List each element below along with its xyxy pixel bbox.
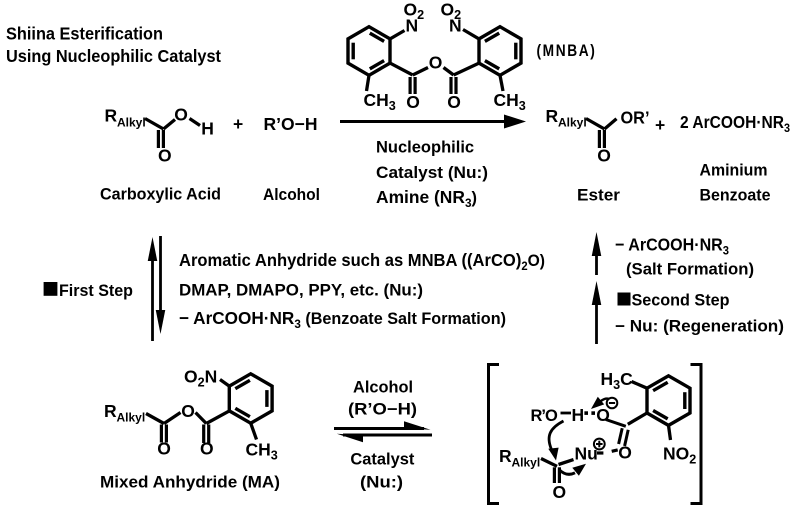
svg-text:O: O [200,439,214,459]
svg-text:H3C: H3C [601,369,634,392]
svg-text:CH3: CH3 [246,440,278,463]
svg-text:R’O: R’O [531,407,559,425]
svg-text:N: N [449,16,462,36]
svg-text:First Step: First Step [59,282,133,300]
svg-text:O: O [158,146,172,166]
svg-text:O: O [597,146,611,166]
svg-text:O: O [174,105,188,125]
svg-text:Alkyl: Alkyl [512,456,541,470]
svg-text:N: N [406,16,419,36]
svg-text:H: H [572,405,585,425]
svg-text:(MNBA): (MNBA) [537,41,597,60]
svg-text:Alcohol: Alcohol [353,379,413,397]
svg-text:O: O [429,53,443,73]
svg-text:O2: O2 [441,0,462,22]
svg-text:Second Step: Second Step [632,292,730,310]
svg-text:Aromatic Anhydride such as MNB: Aromatic Anhydride such as MNBA ((ArCO)2… [179,250,545,273]
svg-text:+: + [233,114,243,134]
svg-text:Carboxylic Acid: Carboxylic Acid [100,185,221,203]
svg-text:Shiina Esterification: Shiina Esterification [6,24,163,44]
svg-text:O: O [596,405,610,425]
svg-text:CH3: CH3 [364,90,396,113]
svg-text:R’O−H: R’O−H [264,114,318,134]
svg-text:(Nu:): (Nu:) [360,474,403,492]
svg-text:Catalyst (Nu:): Catalyst (Nu:) [376,164,488,182]
svg-text:CH3: CH3 [494,90,526,113]
svg-text:− Nu: (Regeneration): − Nu: (Regeneration) [615,318,784,336]
svg-text:Aminium: Aminium [700,161,768,180]
svg-text:R: R [499,446,512,466]
svg-text:H: H [201,119,214,139]
svg-text:Nucleophilic: Nucleophilic [376,139,474,157]
svg-text:Alkyl: Alkyl [117,115,146,129]
svg-text:O: O [618,443,632,463]
svg-text:O2N: O2N [184,367,217,390]
svg-text:(Salt Formation): (Salt Formation) [626,261,754,279]
svg-text:O2: O2 [404,0,425,22]
svg-text:O: O [406,92,420,112]
svg-text:R: R [105,106,118,126]
svg-text:R: R [104,401,117,421]
svg-text:O: O [447,92,461,112]
svg-text:OR’: OR’ [621,108,650,128]
svg-text:(R’O−H): (R’O−H) [348,401,417,419]
svg-text:Alcohol: Alcohol [263,186,320,204]
svg-text:− ArCOOH·NR3 (Benzoate Salt Fo: − ArCOOH·NR3 (Benzoate Salt Formation) [179,308,506,331]
svg-text:− ArCOOH·NR3: − ArCOOH·NR3 [615,235,729,258]
svg-text:Using Nucleophilic Catalyst: Using Nucleophilic Catalyst [6,46,221,66]
svg-text:O: O [181,401,195,421]
svg-text:Catalyst: Catalyst [350,451,414,469]
svg-text:NO2: NO2 [663,444,696,467]
svg-text:Mixed Anhydride (MA): Mixed Anhydride (MA) [100,473,280,492]
svg-text:Alkyl: Alkyl [117,411,146,425]
svg-text:+: + [655,115,665,135]
svg-text:DMAP, DMAPO, PPY, etc. (Nu:): DMAP, DMAPO, PPY, etc. (Nu:) [179,282,423,300]
svg-text:Benzoate: Benzoate [700,186,771,205]
svg-text:Alkyl: Alkyl [558,116,587,130]
svg-text:Ester: Ester [577,187,621,205]
svg-text:R: R [546,106,559,126]
svg-text:Amine (NR3): Amine (NR3) [376,187,477,210]
svg-text:Nu: Nu [575,444,598,464]
svg-text:2 ArCOOH·NR3: 2 ArCOOH·NR3 [680,112,790,135]
svg-text:O: O [553,482,567,502]
svg-text:O: O [157,439,171,459]
